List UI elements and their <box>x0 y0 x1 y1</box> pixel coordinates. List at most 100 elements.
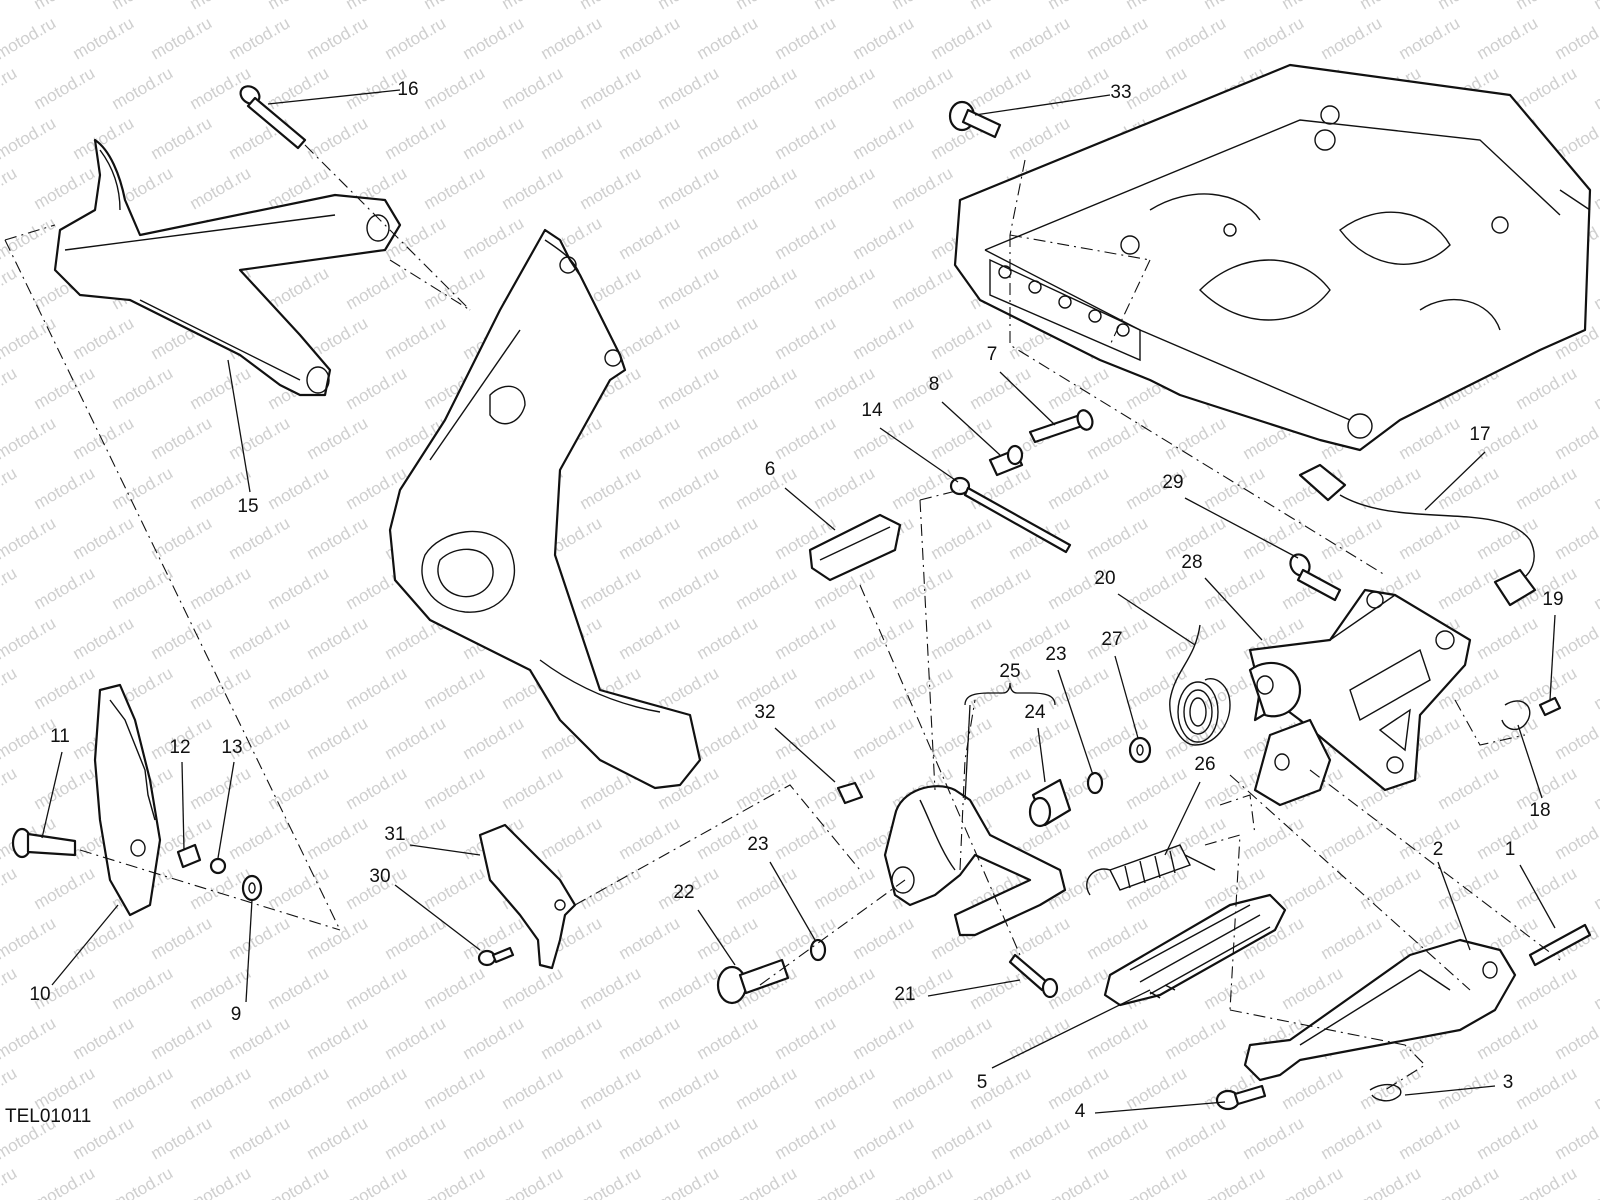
leader-line-4 <box>1094 1101 1226 1114</box>
watermark-text: motod.ru <box>1552 1013 1600 1063</box>
watermark-text: motod.ru <box>694 213 762 263</box>
watermark-text: motod.ru <box>772 813 840 863</box>
watermark-text: motod.ru <box>226 1113 294 1163</box>
watermark-text: motod.ru <box>733 763 801 813</box>
watermark-text: motod.ru <box>694 413 762 463</box>
watermark-text: motod.ru <box>772 1013 840 1063</box>
watermark-text: motod.ru <box>265 63 333 113</box>
watermark-text: motod.ru <box>304 13 372 63</box>
watermark-text: motod.ru <box>1084 813 1152 863</box>
watermark-text: motod.ru <box>304 513 372 563</box>
watermark-text: motod.ru <box>148 613 216 663</box>
watermark-text: motod.ru <box>109 1163 177 1200</box>
callout-31: 31 <box>384 824 405 845</box>
watermark-text: motod.ru <box>1240 13 1308 63</box>
watermark-text: motod.ru <box>616 613 684 663</box>
watermark-text: motod.ru <box>187 763 255 813</box>
watermark-text: motod.ru <box>1357 1163 1425 1200</box>
watermark-text: motod.ru <box>0 63 20 113</box>
watermark-text: motod.ru <box>421 163 489 213</box>
watermark-text: motod.ru <box>343 663 411 713</box>
callout-8: 8 <box>929 374 940 395</box>
watermark-text: motod.ru <box>1123 1163 1191 1200</box>
watermark-text: motod.ru <box>1123 663 1191 713</box>
watermark-text: motod.ru <box>889 563 957 613</box>
watermark-text: motod.ru <box>1201 963 1269 1013</box>
watermark-text: motod.ru <box>343 1063 411 1113</box>
watermark-text: motod.ru <box>226 513 294 563</box>
watermark-text: motod.ru <box>0 613 59 663</box>
leader-line-8 <box>941 401 1001 456</box>
spring-20-part <box>1169 624 1231 746</box>
watermark-text: motod.ru <box>577 863 645 913</box>
watermark-text: motod.ru <box>1201 1163 1269 1200</box>
washer-9-part <box>241 874 263 902</box>
watermark-text: motod.ru <box>967 1163 1035 1200</box>
watermark-text: motod.ru <box>343 1163 411 1200</box>
watermark-text: motod.ru <box>265 663 333 713</box>
watermark-text: motod.ru <box>577 63 645 113</box>
watermark-text: motod.ru <box>1357 1063 1425 1113</box>
watermark-text: motod.ru <box>538 813 606 863</box>
watermark-text: motod.ru <box>538 1013 606 1063</box>
watermark-text: motod.ru <box>0 113 59 163</box>
watermark-text: motod.ru <box>109 0 177 13</box>
watermark-text: motod.ru <box>421 0 489 13</box>
callout-11: 11 <box>50 726 70 747</box>
watermark-text: motod.ru <box>70 313 138 363</box>
watermark-text: motod.ru <box>31 1163 99 1200</box>
watermark-text: motod.ru <box>382 113 450 163</box>
watermark-text: motod.ru <box>1318 813 1386 863</box>
watermark-text: motod.ru <box>1318 1113 1386 1163</box>
leader-line-26 <box>1164 781 1201 856</box>
watermark-text: motod.ru <box>850 213 918 263</box>
watermark-text: motod.ru <box>655 1063 723 1113</box>
watermark-text: motod.ru <box>1396 13 1464 63</box>
watermark-text: motod.ru <box>733 1163 801 1200</box>
watermark-text: motod.ru <box>772 413 840 463</box>
watermark-text: motod.ru <box>1201 0 1269 13</box>
watermark-text: motod.ru <box>1279 1063 1347 1113</box>
watermark-text: motod.ru <box>1279 0 1347 13</box>
watermark-text: motod.ru <box>538 13 606 63</box>
watermark-text: motod.ru <box>694 113 762 163</box>
watermark-text: motod.ru <box>0 0 20 13</box>
watermark-text: motod.ru <box>421 963 489 1013</box>
watermark-text: motod.ru <box>655 163 723 213</box>
watermark-text: motod.ru <box>343 363 411 413</box>
watermark-text: motod.ru <box>616 813 684 863</box>
watermark-text: motod.ru <box>1591 463 1600 513</box>
leader-line-19 <box>1549 614 1556 701</box>
bolt-16-part <box>239 85 307 150</box>
leader-line-5 <box>991 989 1151 1069</box>
watermark-text: motod.ru <box>1513 463 1581 513</box>
footpeg-10-part <box>93 683 162 917</box>
callout-9: 9 <box>231 1004 242 1025</box>
watermark-text: motod.ru <box>226 13 294 63</box>
watermark-text: motod.ru <box>109 1063 177 1113</box>
watermark-text: motod.ru <box>1591 663 1600 713</box>
watermark-text: motod.ru <box>733 263 801 313</box>
watermark-text: motod.ru <box>772 913 840 963</box>
watermark-text: motod.ru <box>1162 413 1230 463</box>
watermark-text: motod.ru <box>1162 13 1230 63</box>
watermark-text: motod.ru <box>733 63 801 113</box>
watermark-text: motod.ru <box>811 963 879 1013</box>
watermark-text: motod.ru <box>1084 13 1152 63</box>
watermark-text: motod.ru <box>226 913 294 963</box>
watermark-text: motod.ru <box>1084 413 1152 463</box>
watermark-text: motod.ru <box>0 863 20 913</box>
watermark-text: motod.ru <box>304 713 372 763</box>
watermark-text: motod.ru <box>1591 1063 1600 1113</box>
watermark-text: motod.ru <box>1591 1163 1600 1200</box>
watermark-text: motod.ru <box>70 13 138 63</box>
watermark-text: motod.ru <box>655 1163 723 1200</box>
footpeg-hanger-part <box>53 138 402 397</box>
watermark-text: motod.ru <box>850 313 918 363</box>
watermark-text: motod.ru <box>655 263 723 313</box>
callout-23: 23 <box>747 834 768 855</box>
watermark-text: motod.ru <box>928 513 996 563</box>
watermark-text: motod.ru <box>889 163 957 213</box>
watermark-text: motod.ru <box>850 13 918 63</box>
watermark-text: motod.ru <box>1552 13 1600 63</box>
